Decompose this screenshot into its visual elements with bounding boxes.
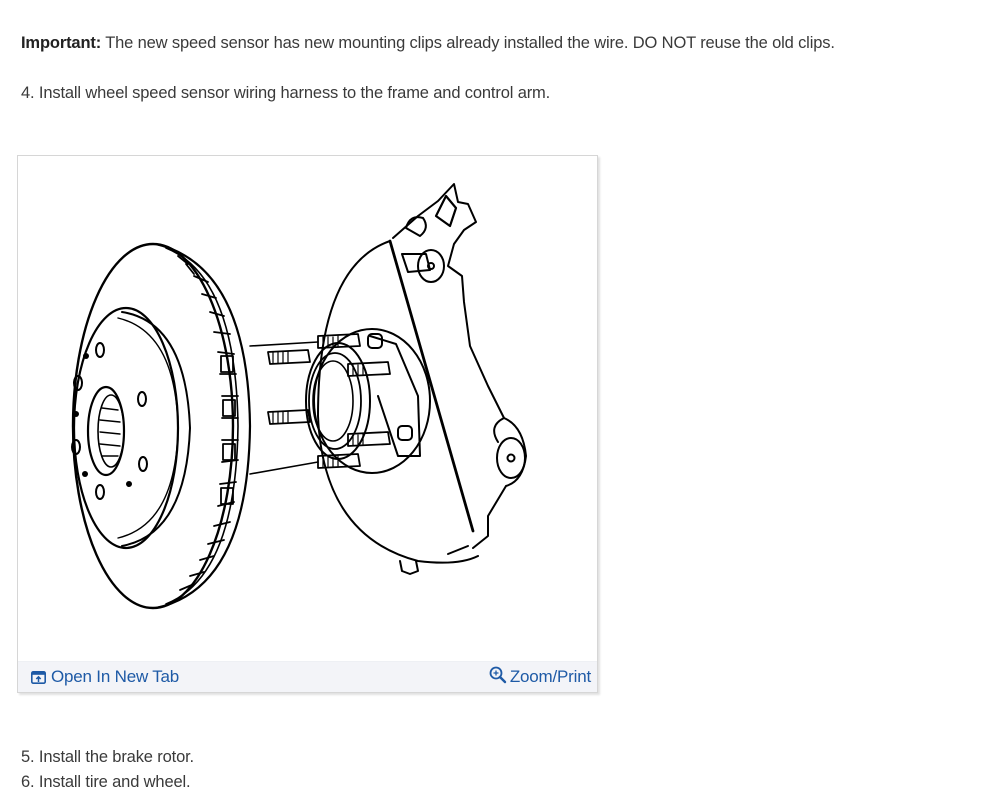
zoom-print-label: Zoom/Print [509,667,591,686]
step-6: 6. Install tire and wheel. [21,773,191,791]
open-in-new-tab-link[interactable]: Open In New Tab [31,667,179,687]
open-new-tab-icon [31,670,46,684]
step-4: 4. Install wheel speed sensor wiring har… [21,84,551,102]
zoom-print-link[interactable]: Zoom/Print [489,666,591,687]
zoom-in-icon [489,666,507,684]
important-text: The new speed sensor has new mounting cl… [101,34,835,52]
important-note: Important: The new speed sensor has new … [21,33,835,53]
step-5: 5. Install the brake rotor. [21,748,194,766]
figure-container: Open In New Tab Zoom/Print [17,155,598,693]
figure-footer: Open In New Tab Zoom/Print [18,661,597,692]
brake-rotor-hub-diagram[interactable] [18,156,597,662]
important-label: Important: [21,34,102,52]
open-in-new-tab-label: Open In New Tab [51,667,180,686]
